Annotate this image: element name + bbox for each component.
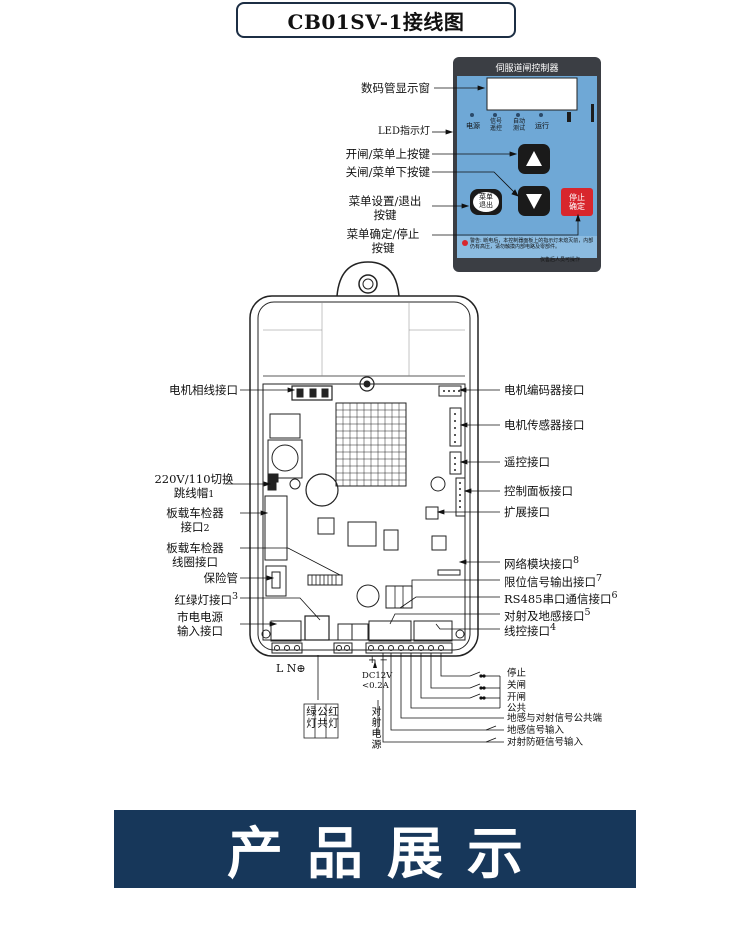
label-traffic-green: 绿灯	[305, 706, 317, 729]
up-arrow-icon	[526, 151, 542, 166]
label-network: 网络模块接口8	[504, 555, 580, 571]
callout-open-up: 开闸/菜单上按键	[345, 147, 430, 161]
label-loop-2: 线圈接口	[172, 555, 218, 569]
label-jumper-1: 220V/110切换	[154, 472, 234, 486]
callout-confirm-2: 按键	[371, 241, 395, 255]
product-showcase-banner: 产品展示	[114, 810, 636, 888]
label-power-spec-2: <0.2A	[362, 681, 389, 691]
menu-exit-button-label[interactable]: 菜单 退出	[479, 193, 493, 209]
label-encoder: 电机编码器接口	[504, 383, 585, 397]
panel-header: 伺服道闸控制器	[495, 64, 559, 74]
control-panel	[453, 57, 601, 272]
wire-loop-beam-common: 地感与对射信号公共端	[507, 713, 603, 724]
wire-close: 关闸	[507, 680, 527, 691]
label-power-pm: + −	[368, 655, 388, 666]
label-mains-1: 市电电源	[177, 610, 223, 624]
enclosure	[249, 261, 479, 657]
label-traffic-light: 红绿灯接口3	[174, 591, 238, 607]
label-expansion: 扩展接口	[504, 505, 550, 519]
led-auto-label: 自动 测试	[512, 118, 525, 132]
label-loop-1: 板载车检器	[166, 541, 224, 555]
stop-confirm-button-label[interactable]: 停止 确定	[569, 193, 585, 211]
callout-menu-set-1: 菜单设置/退出	[348, 194, 422, 208]
digital-display-window	[486, 77, 578, 111]
banner-text: 产品展示	[227, 821, 547, 887]
callout-led: LED指示灯	[378, 126, 430, 137]
label-traffic-common: 公共	[316, 706, 328, 729]
label-control-panel: 控制面板接口	[504, 484, 573, 498]
label-remote: 遥控接口	[504, 455, 550, 469]
label-beam-power: 对射电源	[369, 706, 380, 750]
down-arrow-icon	[526, 194, 542, 209]
label-jumper-2: 跳线帽1	[173, 486, 215, 500]
label-motor-phase: 电机相线接口	[169, 383, 238, 397]
wire-common: 公共	[507, 703, 527, 714]
led-run-label: 运行	[535, 122, 549, 130]
callout-menu-set-2: 按键	[373, 208, 397, 222]
label-fuse: 保险管	[203, 571, 239, 585]
callout-display: 数码管显示窗	[361, 81, 430, 95]
wire-beam-input: 对射防砸信号输入	[507, 737, 584, 748]
label-limit: 限位信号输出接口7	[504, 573, 603, 589]
label-beam-loop: 对射及地感接口5	[504, 607, 591, 623]
label-ln: L N⊕	[276, 662, 306, 675]
label-detector-1: 板载车检器	[166, 506, 224, 520]
led-signal-label: 信号 遥控	[489, 118, 502, 132]
label-sensor: 电机传感器接口	[504, 418, 585, 432]
label-wired: 线控接口4	[504, 622, 557, 638]
label-mains-2: 输入接口	[177, 624, 223, 638]
pcb	[262, 376, 466, 654]
callout-confirm-1: 菜单确定/停止	[346, 227, 420, 241]
wire-loop-input: 地感信号输入	[507, 725, 565, 736]
label-power-spec-1: DC12V	[362, 671, 393, 681]
panel-warning-text: 警告: 断电后，本控制器面板上的指示灯未熄灭前，内部仍有高压，请勿触摸内部电路及…	[470, 238, 594, 250]
wire-open: 开闸	[507, 692, 527, 703]
label-detector-2: 接口2	[180, 520, 210, 534]
label-traffic-red: 红灯	[327, 706, 339, 729]
stop-confirm-button	[561, 188, 593, 216]
label-rs485: RS485串口通信接口6	[504, 590, 618, 606]
page-title: CB01SV-1接线图	[236, 2, 516, 38]
panel-footer-note: 仅售后人员可操作	[540, 257, 581, 263]
led-power-label: 电源	[466, 122, 480, 130]
wire-stop: 停止	[507, 668, 527, 679]
callout-close-down: 关闸/菜单下按键	[345, 165, 430, 179]
